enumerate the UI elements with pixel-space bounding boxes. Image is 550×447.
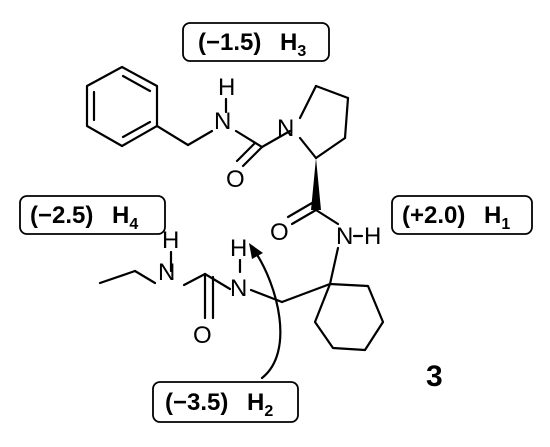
pyrrolidine-ring <box>298 84 350 160</box>
shift-label-h4: (−2.5) H4 <box>19 195 166 235</box>
benzene-ring <box>85 65 159 148</box>
atom-h-ethyl: H <box>162 227 179 254</box>
atom-n-ring: N <box>277 115 294 142</box>
atom-h-benzyl: H <box>218 74 235 101</box>
atom-h-urea: H <box>230 235 247 262</box>
ring-to-ch-bond <box>280 282 332 304</box>
shift-index-h2: 2 <box>264 403 273 420</box>
curved-arrow <box>249 243 282 380</box>
atom-n-amide: N <box>336 223 353 250</box>
compound-number: 3 <box>426 360 443 393</box>
svg-text:(−2.5) H4: (−2.5) H4 <box>30 202 138 233</box>
amide-bonds <box>286 201 364 286</box>
atom-n-benzyl: N <box>214 108 231 135</box>
shift-proton-h2: H <box>247 389 264 416</box>
atom-n-urea: N <box>230 275 247 302</box>
shift-value-h2: (−3.5) <box>165 389 228 416</box>
shift-proton-h3: H <box>280 29 297 56</box>
carbamoyl-bonds <box>234 129 292 168</box>
atom-o-amide: O <box>270 219 289 246</box>
shift-value-h3: (−1.5) <box>198 29 261 56</box>
shift-index-h1: 1 <box>501 216 510 233</box>
shift-proton-h1: H <box>484 202 501 229</box>
atom-h-amide: H <box>364 223 381 250</box>
atom-o-urea: O <box>193 322 212 349</box>
stereo-wedge-bond <box>311 158 321 210</box>
benzyl-linker-bonds <box>155 97 228 147</box>
shift-label-h1: (+2.0) H1 <box>391 195 533 235</box>
urea-bonds <box>98 250 284 320</box>
shift-value-h1: (+2.0) <box>402 202 465 229</box>
svg-text:(−3.5) H2: (−3.5) H2 <box>165 389 273 420</box>
atom-o-carbamoyl: O <box>226 166 245 193</box>
shift-proton-h4: H <box>112 202 129 229</box>
shift-index-h4: 4 <box>129 216 138 233</box>
atom-n-ethyl: N <box>158 259 175 286</box>
shift-label-h2: (−3.5) H2 <box>152 381 299 423</box>
shift-index-h3: 3 <box>297 43 306 60</box>
svg-text:(−1.5) H3: (−1.5) H3 <box>198 29 306 60</box>
shift-label-h3: (−1.5) H3 <box>182 22 330 62</box>
svg-text:(+2.0) H1: (+2.0) H1 <box>402 202 510 233</box>
shift-value-h4: (−2.5) <box>30 202 93 229</box>
cyclohexane-ring <box>313 282 385 352</box>
